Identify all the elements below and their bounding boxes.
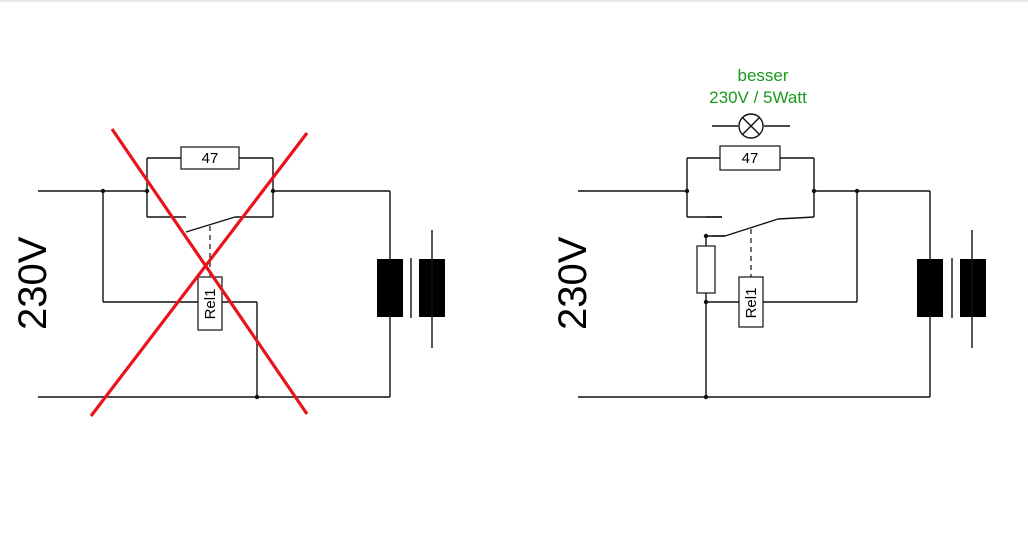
recommendation-note-line1: besser — [737, 66, 788, 85]
right-resistor-label: 47 — [742, 150, 759, 167]
right-circuit: 230V besser 230V / 5Watt 47 — [551, 66, 986, 400]
red-cross-mark — [89, 128, 309, 417]
left-resistor-47 — [180, 146, 240, 170]
right-relay-coil — [738, 276, 764, 328]
right-resistor-47 — [719, 145, 781, 171]
recommendation-note-line2: 230V / 5Watt — [709, 88, 807, 107]
lamp-icon — [712, 113, 790, 139]
right-transformer — [917, 230, 986, 348]
left-transformer — [377, 230, 445, 348]
left-voltage-label: 230V — [11, 236, 55, 330]
right-relay-label: Rel1 — [743, 288, 760, 319]
right-extra-resistor — [696, 245, 716, 294]
left-circuit: 230V 47 Rel1 — [11, 128, 445, 417]
left-resistor-label: 47 — [202, 150, 219, 167]
right-voltage-label: 230V — [551, 236, 595, 330]
left-relay-label: Rel1 — [202, 289, 219, 320]
